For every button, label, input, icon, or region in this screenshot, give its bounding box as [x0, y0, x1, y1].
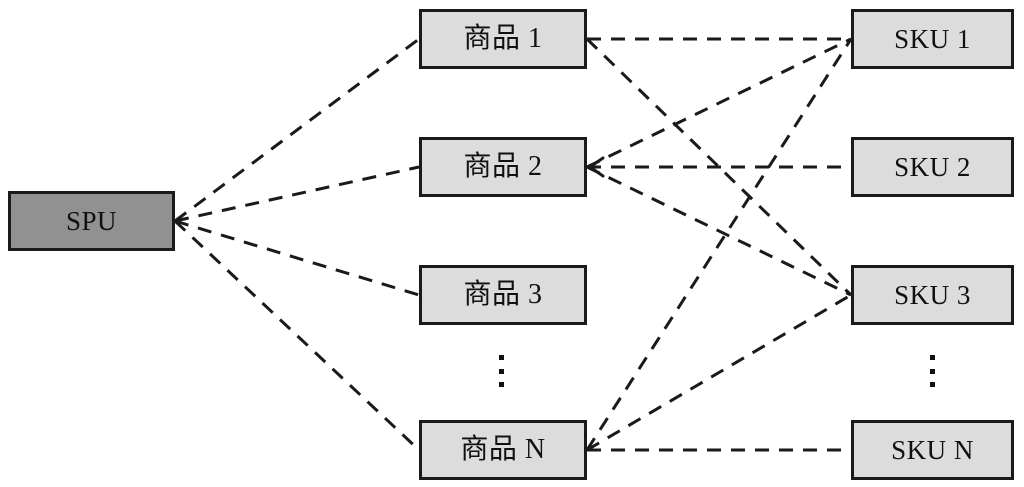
node-sku-s3[interactable]: SKU 3: [851, 265, 1014, 325]
node-sku-s2-label: SKU 2: [894, 151, 971, 182]
ellipsis-dot: [498, 382, 504, 387]
sku-ellipsis: [929, 355, 935, 387]
ellipsis-dot: [929, 355, 935, 360]
ellipsis-dot: [498, 355, 504, 360]
edge-pN-s1: [585, 38, 853, 451]
node-product-p2-label: 商品 2: [463, 151, 543, 182]
node-spu-label: SPU: [65, 205, 118, 236]
node-product-p1-label: 商品 1: [463, 23, 543, 54]
node-product-pN[interactable]: 商品 N: [419, 420, 587, 480]
node-product-pN-label: 商品 N: [460, 434, 546, 465]
node-sku-s3-label: SKU 3: [894, 279, 971, 310]
edge-p2-s3: [586, 165, 852, 297]
edge-p1-s3: [585, 37, 853, 297]
node-sku-s1[interactable]: SKU 1: [851, 9, 1014, 69]
edge-spu-p2: [174, 165, 420, 223]
node-sku-sN-label: SKU N: [891, 434, 974, 465]
node-sku-s2[interactable]: SKU 2: [851, 137, 1014, 197]
arrow-into-p2-icon: [588, 156, 605, 178]
product-ellipsis: [498, 355, 504, 387]
node-spu[interactable]: SPU: [8, 191, 175, 251]
ellipsis-dot: [498, 368, 504, 374]
edge-pN-s3: [586, 293, 852, 452]
node-product-p2[interactable]: 商品 2: [419, 137, 587, 197]
ellipsis-dot: [929, 382, 935, 387]
node-sku-s1-label: SKU 1: [894, 23, 971, 54]
node-product-p1[interactable]: 商品 1: [419, 9, 587, 69]
ellipsis-dot: [929, 368, 935, 374]
edge-spu-p1: [174, 37, 420, 223]
edge-spu-p3: [174, 219, 420, 297]
node-product-p3[interactable]: 商品 3: [419, 265, 587, 325]
edge-spu-pN: [173, 219, 421, 452]
node-sku-sN[interactable]: SKU N: [851, 420, 1014, 480]
node-product-p3-label: 商品 3: [463, 279, 543, 310]
edge-p2-s1: [586, 37, 852, 169]
